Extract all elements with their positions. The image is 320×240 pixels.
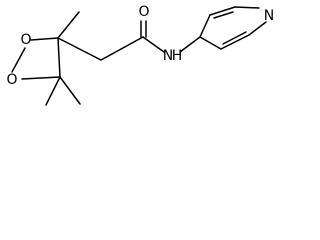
acetamide-chain bbox=[57, 20, 201, 61]
methyl-groups bbox=[45, 11, 81, 106]
atom-label-o2: O bbox=[6, 72, 17, 88]
pyridine-ring bbox=[199, 6, 267, 50]
atom-label-ring-n: N bbox=[264, 8, 274, 24]
atom-label-o1: O bbox=[20, 32, 31, 48]
bond-carbonyl-n bbox=[142, 36, 165, 53]
bond-ring-1 bbox=[199, 36, 222, 50]
bond-c4-methyl-b bbox=[59, 76, 81, 105]
bond-ring-3 bbox=[248, 21, 267, 36]
bond-ring-2 bbox=[220, 34, 250, 50]
atom-label-carbonyl-o: O bbox=[138, 4, 149, 20]
bond-ring-4 bbox=[234, 6, 260, 9]
bond-c4-o2 bbox=[21, 76, 61, 80]
bond-ch2-carbonyl bbox=[100, 36, 144, 61]
bond-n-ring bbox=[179, 36, 201, 53]
bond-ring-5 bbox=[209, 6, 236, 16]
bond-ring-5-inner bbox=[213, 11, 234, 19]
bond-c4-methyl-a bbox=[45, 76, 61, 106]
chemical-structure: O O O N H N bbox=[6, 4, 274, 106]
bond-ring-6 bbox=[199, 14, 211, 38]
bond-ring-2-inner bbox=[222, 31, 247, 45]
atom-label-amide-h: H bbox=[172, 48, 183, 64]
atom-label-amide-n: N bbox=[163, 48, 173, 64]
dioxetane-ring bbox=[11, 37, 61, 80]
bond-o1-o2 bbox=[11, 47, 26, 73]
bond-c3-methyl bbox=[57, 11, 80, 39]
bond-c3-c4 bbox=[57, 37, 61, 78]
bond-o1-c3 bbox=[30, 37, 59, 41]
bond-c3-ch2 bbox=[57, 37, 102, 61]
